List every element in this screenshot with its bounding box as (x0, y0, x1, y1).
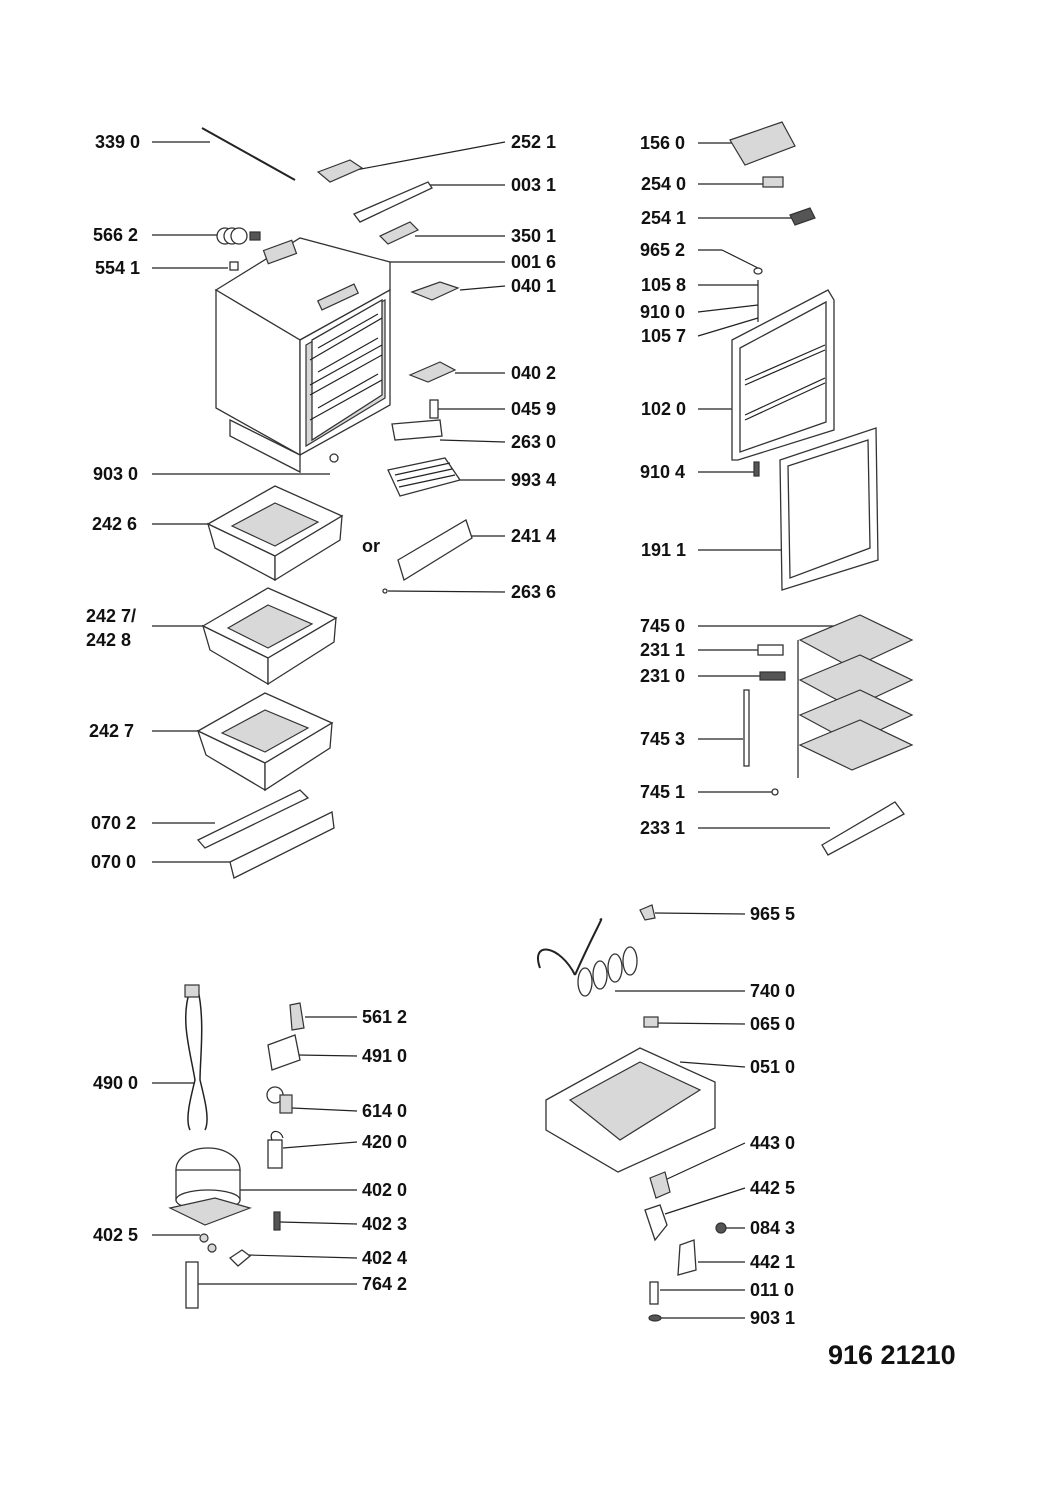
shelves (743, 614, 914, 856)
label-105-8: 105 8 (641, 275, 687, 295)
label-910-0: 910 0 (640, 302, 686, 322)
label-745-0: 745 0 (640, 616, 686, 636)
label-491-0: 491 0 (362, 1046, 408, 1066)
label-554-1: 554 1 (95, 258, 141, 278)
label-442-1: 442 1 (750, 1252, 796, 1272)
label-402-5: 402 5 (93, 1225, 139, 1245)
label-965-2: 965 2 (640, 240, 686, 260)
label-045-9: 045 9 (511, 399, 557, 419)
label-105-7: 105 7 (641, 326, 687, 346)
compressor-parts (168, 984, 305, 1309)
label-745-1: 745 1 (640, 782, 686, 802)
label-903-0: 903 0 (93, 464, 139, 484)
leader-lines (152, 141, 850, 1319)
label-490-0: 490 0 (93, 1073, 139, 1093)
label-102-0: 102 0 (641, 399, 687, 419)
label-910-4: 910 4 (640, 462, 686, 482)
label-241-4: 241 4 (511, 526, 557, 546)
label-614-0: 614 0 (362, 1101, 408, 1121)
label-903-1: 903 1 (750, 1308, 796, 1328)
label-263-0: 263 0 (511, 432, 557, 452)
label-254-1: 254 1 (641, 208, 687, 228)
label-065-0: 065 0 (750, 1014, 796, 1034)
drawers (196, 457, 473, 879)
label-965-5: 965 5 (750, 904, 796, 924)
label-566-2: 566 2 (93, 225, 139, 245)
label-084-3: 084 3 (750, 1218, 796, 1238)
label-402-4: 402 4 (362, 1248, 408, 1268)
label-254-0: 254 0 (641, 174, 687, 194)
label-242-7: 242 7 (89, 721, 135, 741)
or-label: or (362, 536, 380, 556)
door-parts (729, 121, 879, 591)
label-443-0: 443 0 (750, 1133, 796, 1153)
cabinet-drawing (214, 237, 391, 474)
document-number: 916 21210 (828, 1340, 956, 1370)
label-233-1: 233 1 (640, 818, 686, 838)
label-040-2: 040 2 (511, 363, 557, 383)
top-parts (201, 127, 460, 441)
label-420-0: 420 0 (362, 1132, 408, 1152)
label-561-2: 561 2 (362, 1007, 408, 1027)
label-339-0: 339 0 (95, 132, 141, 152)
label-191-1: 191 1 (641, 540, 687, 560)
label-242-6: 242 6 (92, 514, 138, 534)
label-051-0: 051 0 (750, 1057, 796, 1077)
label-263-6: 263 6 (511, 582, 557, 602)
label-001-6: 001 6 (511, 252, 557, 272)
label-252-1: 252 1 (511, 132, 557, 152)
label-740-0: 740 0 (750, 981, 796, 1001)
label-003-1: 003 1 (511, 175, 557, 195)
label-764-2: 764 2 (362, 1274, 408, 1294)
label-442-5: 442 5 (750, 1178, 796, 1198)
label-011-0: 011 0 (750, 1280, 795, 1300)
label-231-1: 231 1 (640, 640, 686, 660)
label-402-0: 402 0 (362, 1180, 408, 1200)
label-745-3: 745 3 (640, 729, 686, 749)
label-993-4: 993 4 (511, 470, 557, 490)
label-402-3: 402 3 (362, 1214, 408, 1234)
label-070-0: 070 0 (91, 852, 137, 872)
label-040-1: 040 1 (511, 276, 557, 296)
base-parts (537, 904, 727, 1322)
label-070-2: 070 2 (91, 813, 137, 833)
label-231-0: 231 0 (640, 666, 686, 686)
label-242-7-242-8: 242 7/ 242 8 (86, 606, 137, 650)
label-156-0: 156 0 (640, 133, 686, 153)
label-350-1: 350 1 (511, 226, 557, 246)
